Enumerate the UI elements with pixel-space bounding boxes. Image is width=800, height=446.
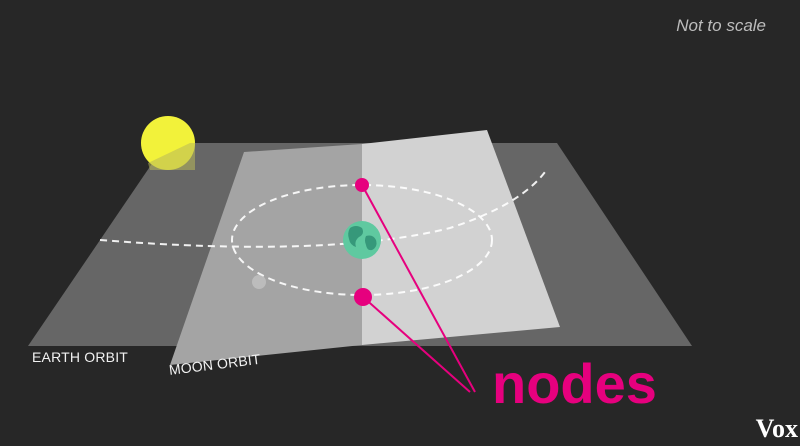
node-pointer-line-lower: [361, 295, 471, 393]
moon-orbit-path: [231, 184, 493, 296]
sun-icon: [141, 116, 195, 170]
node-point-icon: [355, 178, 369, 192]
earth-icon: [343, 221, 381, 259]
scale-note: Not to scale: [676, 16, 766, 35]
moon-orbit-plane-left: [170, 144, 362, 365]
earth-orbit-label: EARTH ORBIT: [32, 349, 129, 365]
brand-logo: Vox: [755, 414, 798, 443]
earth-orbit-path: [99, 171, 546, 248]
nodes-label: nodes: [492, 352, 657, 415]
node-point-icon: [354, 288, 372, 306]
moon-icon: [252, 275, 266, 289]
node-pointer-line-upper: [361, 184, 476, 393]
